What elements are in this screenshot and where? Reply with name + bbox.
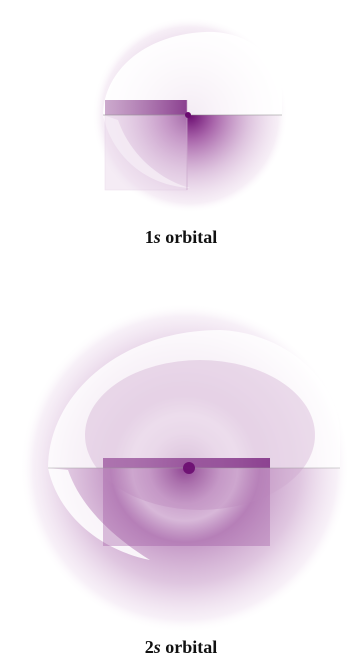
orbital-2s-figure xyxy=(0,285,362,665)
orbital-2s-nucleus xyxy=(183,462,195,474)
caption-1s-text: orbital xyxy=(161,227,218,247)
caption-1s-number: 1 xyxy=(145,227,154,247)
orbital-1s-drawing xyxy=(0,0,362,225)
orbital-1s-section-upper xyxy=(105,100,187,115)
orbital-2s-section-lower xyxy=(103,468,270,546)
orbital-1s-figure xyxy=(0,0,362,260)
orbital-1s-nucleus xyxy=(185,112,191,118)
orbital-1s-section-lower xyxy=(105,115,187,190)
caption-2s-italic: s xyxy=(154,637,161,657)
orbital-2s-caption: 2s orbital xyxy=(0,637,362,658)
caption-2s-number: 2 xyxy=(145,637,154,657)
caption-2s-text: orbital xyxy=(161,637,218,657)
orbital-2s-drawing xyxy=(0,285,362,635)
caption-1s-italic: s xyxy=(154,227,161,247)
orbital-1s-caption: 1s orbital xyxy=(0,227,362,248)
